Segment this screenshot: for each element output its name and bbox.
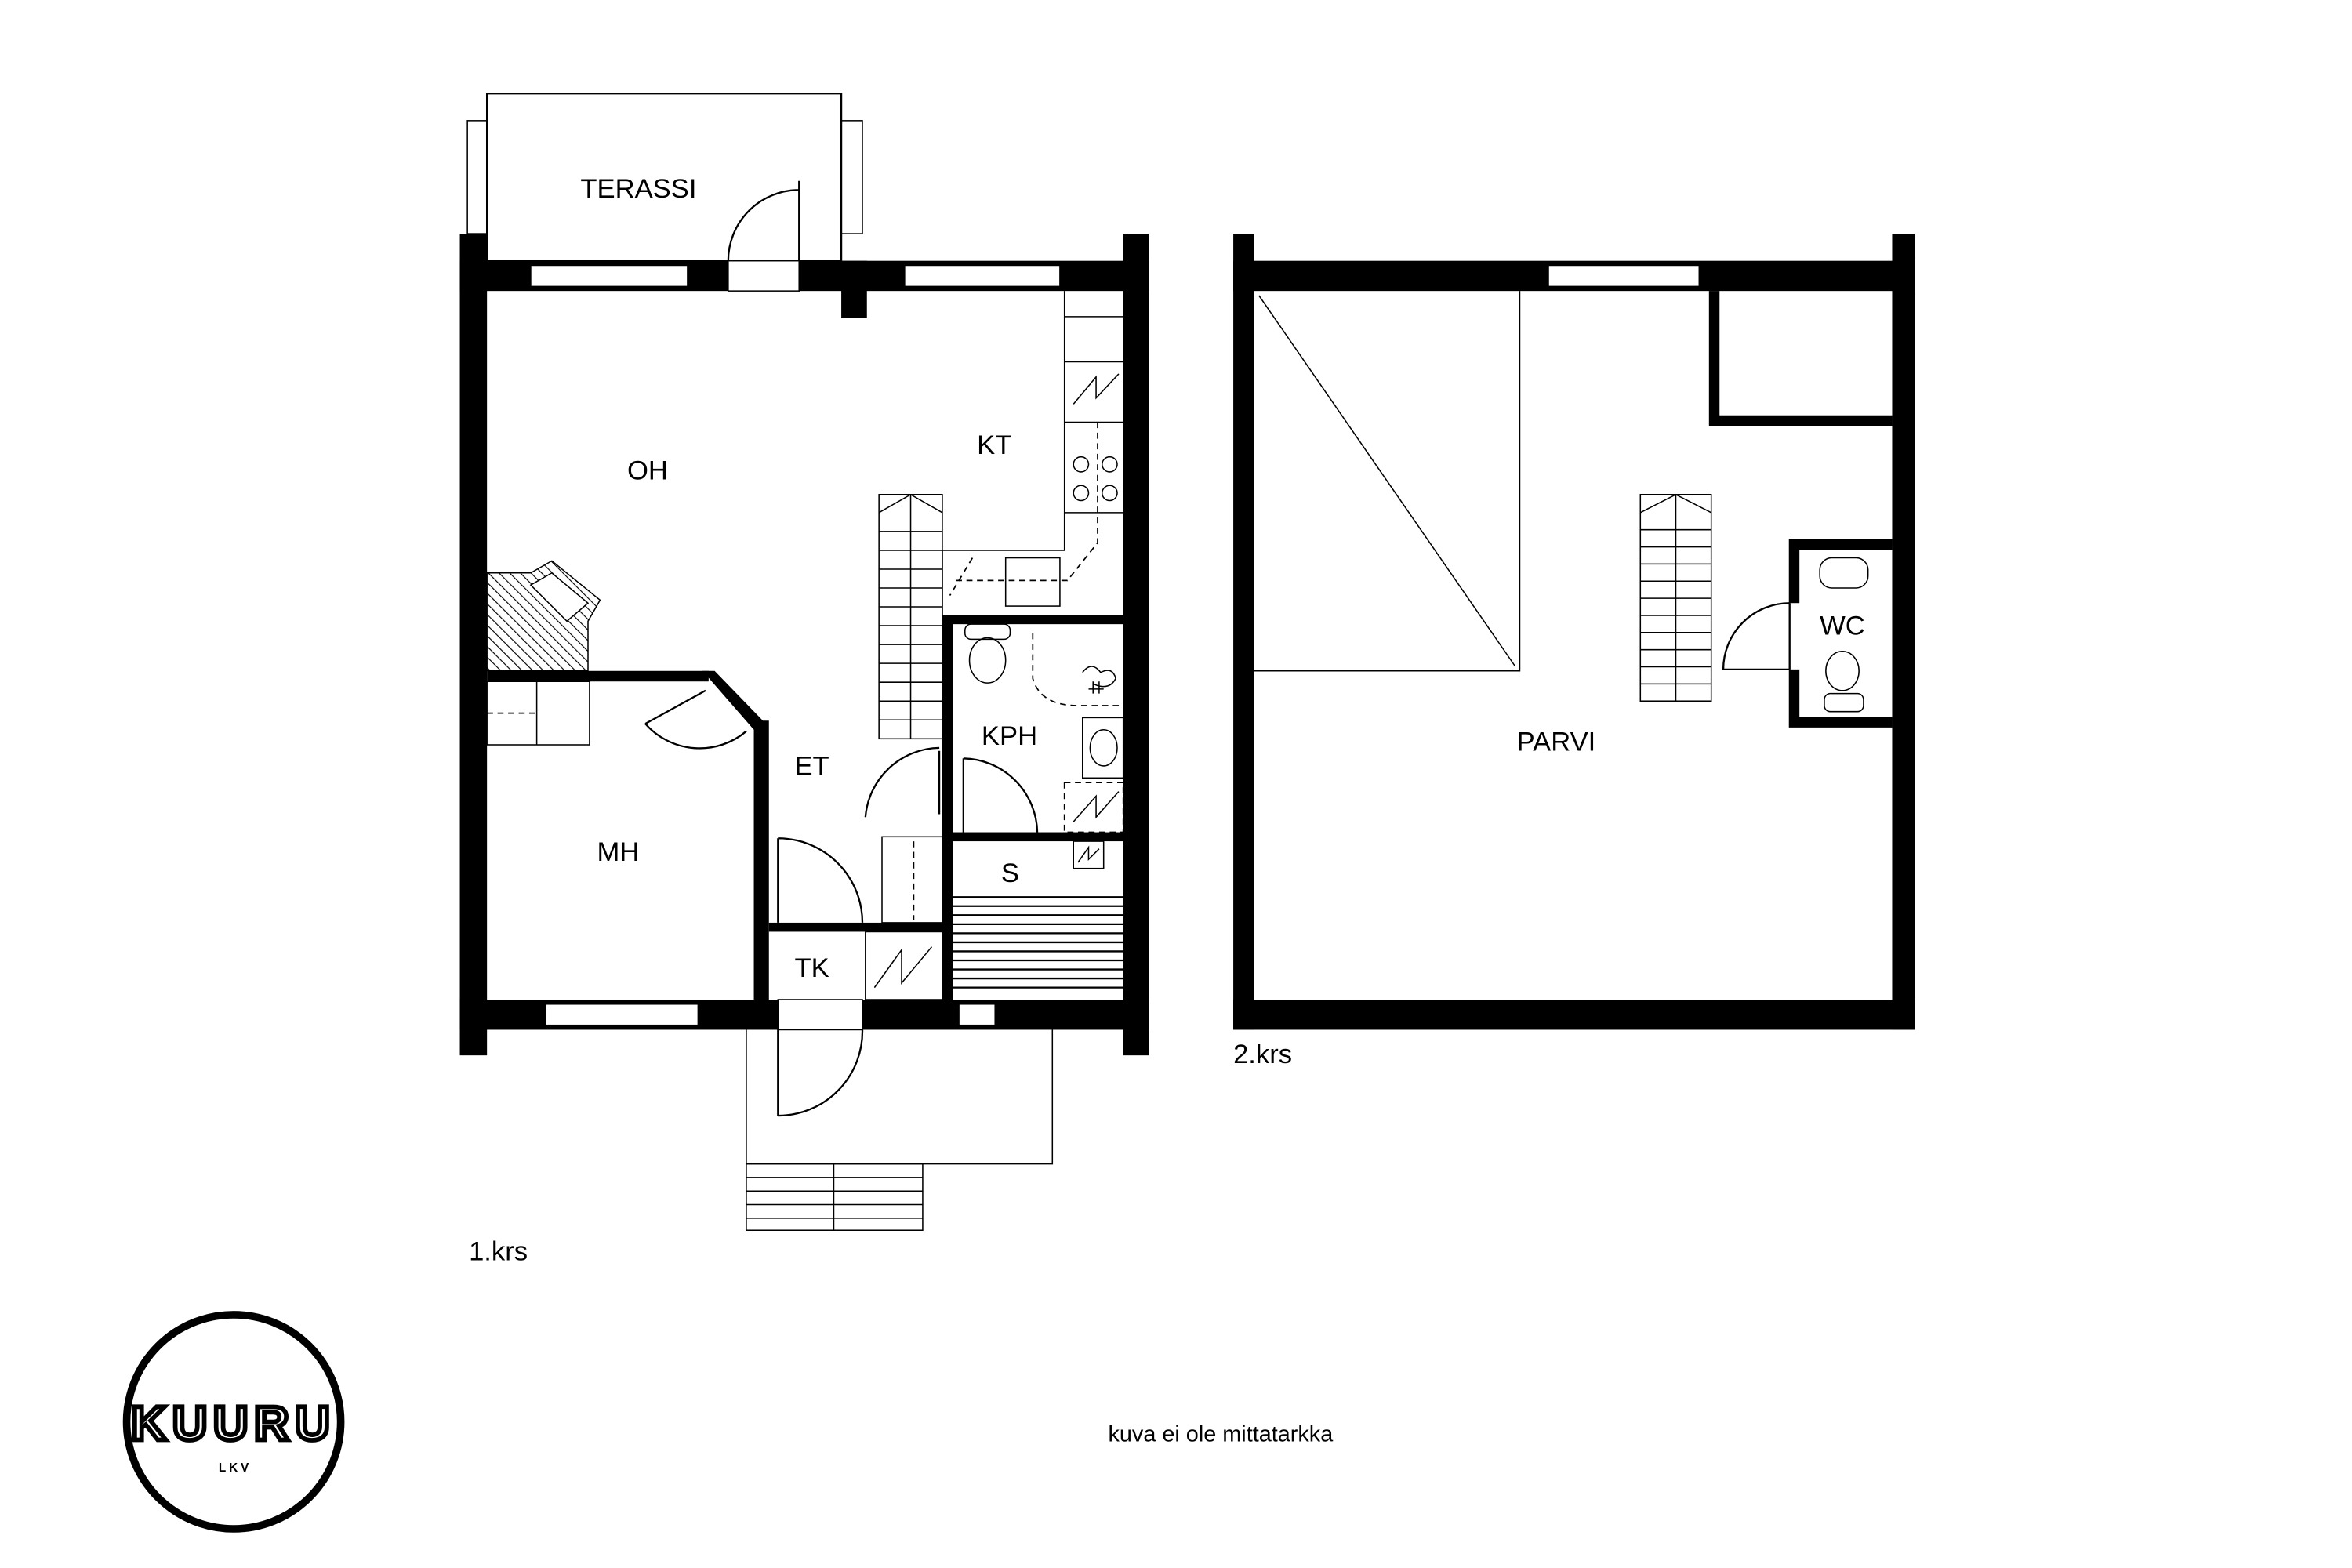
sink-icon: [1004, 557, 1061, 607]
disclaimer-text: kuva ei ole mittatarkka: [1108, 1421, 1334, 1446]
floor-2-plan: PARVI WC 2.krs: [1233, 234, 1915, 1069]
bathroom-door-inner: [962, 757, 1039, 833]
logo-sub: LKV: [219, 1461, 252, 1475]
interior-walls: [487, 615, 1123, 1000]
exterior-walls-floor2: [1233, 234, 1915, 1030]
kitchen-counter: [942, 291, 1123, 615]
fridge-icon: [1073, 373, 1120, 405]
wc-washbasin-icon: [1819, 557, 1869, 589]
wc-room: [1722, 539, 1893, 728]
logo-name: KUURU: [132, 1397, 336, 1451]
utility-cabinets: [865, 836, 943, 1000]
terrace-door-opening: [728, 260, 800, 292]
floor-1-plan: TERASSI OH KT ET MH KPH S TK 1.krs: [459, 93, 1149, 1267]
floor-1-title: 1.krs: [469, 1237, 528, 1267]
windows: [530, 260, 1061, 1031]
shower-icon: [1082, 666, 1116, 694]
bathroom-fixtures: [964, 623, 1124, 869]
stove-icon: [1073, 456, 1118, 502]
bathroom-door-outer: [864, 746, 941, 818]
utility-door: [777, 837, 864, 923]
room-label-entry: ET: [794, 751, 829, 781]
interior-doors: [644, 689, 1039, 1117]
water-heater-icon: [873, 946, 933, 989]
washbasin-icon: [1082, 717, 1124, 779]
toilet-icon: [968, 637, 1007, 684]
room-label-loft: PARVI: [1517, 728, 1596, 757]
wc-toilet-icon: [1825, 651, 1860, 691]
bedroom-door: [644, 689, 747, 750]
front-door: [777, 1029, 864, 1117]
sauna-benches: [953, 896, 1123, 989]
stairs-floor1: [878, 494, 943, 740]
room-label-bathroom: KPH: [982, 721, 1037, 751]
entrance-porch: [746, 1029, 1054, 1231]
room-label-kitchen: KT: [977, 430, 1011, 460]
room-label-wc: WC: [1820, 612, 1865, 641]
wc-door: [1722, 602, 1791, 671]
room-label-terrace: TERASSI: [580, 174, 696, 204]
stairs-floor2: [1639, 494, 1712, 702]
kuuru-logo: KUURU LKV: [122, 1311, 345, 1533]
terrace-door: [727, 180, 800, 261]
storage-closet: [1708, 291, 1893, 426]
open-void: [1254, 291, 1521, 672]
room-label-living: OH: [627, 456, 668, 486]
room-label-bedroom: MH: [597, 837, 640, 867]
room-label-sauna: S: [1001, 858, 1019, 888]
sauna-stove-icon: [1073, 840, 1105, 869]
room-label-utility: TK: [794, 953, 829, 983]
floor-2-title: 2.krs: [1233, 1040, 1292, 1069]
fireplace: [486, 560, 601, 672]
wardrobe: [486, 681, 590, 746]
front-door-opening: [777, 999, 863, 1031]
